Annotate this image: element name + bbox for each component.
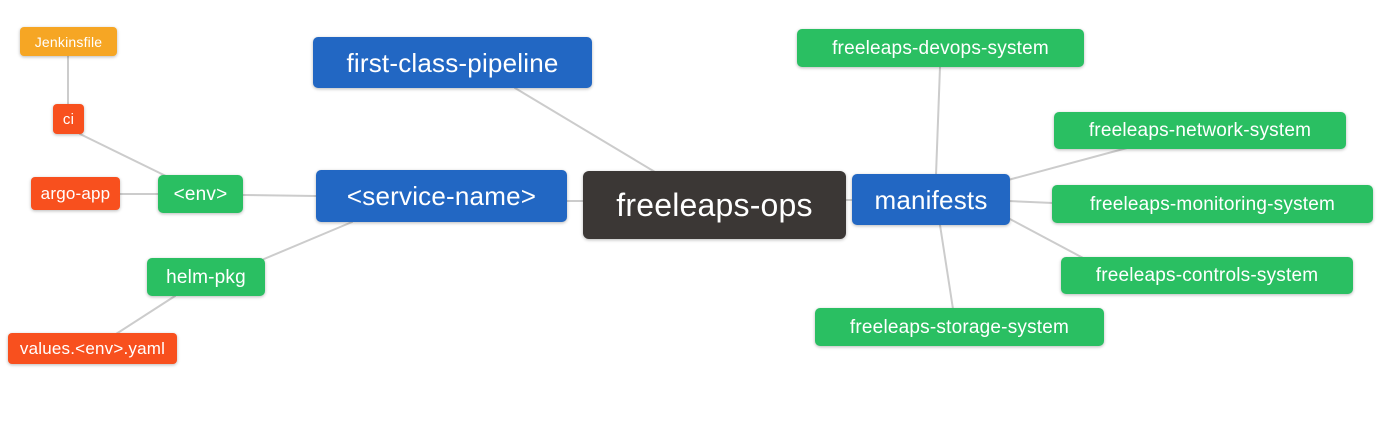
edge-manifests-network: [1007, 147, 1128, 181]
node-helm-pkg[interactable]: helm-pkg: [147, 258, 265, 296]
node-manifests[interactable]: manifests: [852, 174, 1010, 225]
edge-helm-pkg-service-name: [263, 221, 353, 260]
edge-manifests-controls: [1007, 217, 1086, 260]
node-freeleaps-devops-system[interactable]: freeleaps-devops-system: [797, 29, 1084, 67]
node-argo-app[interactable]: argo-app: [31, 177, 120, 210]
edge-env-service-name: [242, 194, 317, 197]
node-root-freeleaps-ops[interactable]: freeleaps-ops: [583, 171, 846, 239]
node-values-env-yaml[interactable]: values.<env>.yaml: [8, 333, 177, 364]
edge-manifests-storage: [939, 224, 954, 310]
node-ci[interactable]: ci: [53, 104, 84, 134]
edge-pipeline-root: [514, 87, 656, 173]
node-env[interactable]: <env>: [158, 175, 243, 213]
node-service-name[interactable]: <service-name>: [316, 170, 567, 222]
edge-manifests-devops: [935, 66, 941, 176]
edge-manifests-monitoring: [1007, 200, 1054, 204]
node-freeleaps-controls-system[interactable]: freeleaps-controls-system: [1061, 257, 1353, 294]
node-freeleaps-monitoring-system[interactable]: freeleaps-monitoring-system: [1052, 185, 1373, 223]
edge-values-helm-pkg: [115, 295, 176, 335]
node-first-class-pipeline[interactable]: first-class-pipeline: [313, 37, 592, 88]
node-freeleaps-storage-system[interactable]: freeleaps-storage-system: [815, 308, 1104, 346]
node-jenkinsfile[interactable]: Jenkinsfile: [20, 27, 117, 56]
node-freeleaps-network-system[interactable]: freeleaps-network-system: [1054, 112, 1346, 149]
edge-ci-env: [79, 133, 171, 179]
